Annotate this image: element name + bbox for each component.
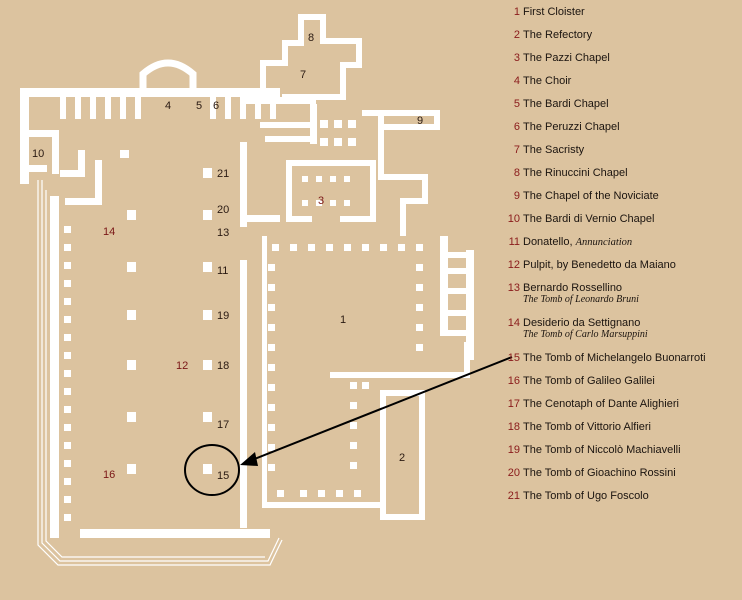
pillars	[64, 150, 423, 521]
plan-label-9: 9	[417, 115, 424, 127]
legend-title: The Tomb of Niccolò Machiavelli	[523, 444, 681, 456]
plan-label-18: 18	[217, 360, 230, 372]
legend-number: 20	[507, 467, 520, 479]
building-walls	[20, 14, 474, 566]
legend-title: The Bardi Chapel	[523, 98, 609, 110]
plan-label-16: 16	[103, 469, 116, 481]
legend-title: Donatello, Annunciation	[523, 236, 632, 249]
plan-label-14: 14	[103, 226, 116, 238]
legend-number: 3	[513, 52, 520, 64]
legend-title: The Tomb of Galileo Galilei	[523, 375, 655, 387]
plan-label-8: 8	[308, 32, 315, 44]
legend-number: 19	[507, 444, 520, 456]
plan-label-12: 12	[176, 360, 189, 372]
legend-title: Desiderio da Settignano	[523, 317, 641, 329]
legend-number: 8	[513, 167, 520, 179]
plan-label-17: 17	[217, 419, 230, 431]
legend-number: 10	[507, 213, 520, 225]
legend-number: 5	[513, 98, 520, 110]
legend-title: The Choir	[523, 75, 572, 87]
legend-subtitle: The Tomb of Carlo Marsuppini	[523, 329, 648, 340]
legend-title: The Tomb of Gioachino Rossini	[523, 467, 676, 479]
legend-title: The Cenotaph of Dante Alighieri	[523, 398, 679, 410]
legend-note: Annunciation	[575, 237, 633, 248]
nave-west-wall	[50, 196, 59, 538]
plan-label-2: 2	[399, 452, 406, 464]
plan-label-11: 11	[217, 265, 229, 277]
plan-label-13: 13	[217, 227, 230, 239]
west-aisle-pillars	[64, 226, 71, 521]
nave-south-wall	[80, 529, 270, 538]
perimeter-lines	[37, 180, 283, 566]
plan-label-1: 1	[340, 314, 347, 326]
legend-title: The Bardi di Vernio Chapel	[523, 213, 655, 225]
legend-title: The Rinuccini Chapel	[523, 167, 628, 179]
plan-label-15: 15	[217, 470, 230, 482]
nave-pillars	[120, 150, 212, 474]
apse	[139, 59, 197, 96]
legend-number: 4	[513, 75, 520, 87]
plan-label-21: 21	[217, 168, 230, 180]
west-wall	[20, 88, 29, 184]
legend-number: 17	[507, 398, 520, 410]
cloister-pillars	[268, 244, 423, 497]
plan-label-10: 10	[32, 148, 45, 160]
legend-title: The Refectory	[523, 29, 593, 41]
pointer-arrow-line	[251, 356, 513, 461]
legend-title: The Pazzi Chapel	[523, 52, 610, 64]
legend-title: The Peruzzi Chapel	[523, 121, 620, 133]
legend-number: 13	[507, 282, 520, 294]
legend-subtitle: The Tomb of Leonardo Bruni	[523, 294, 639, 305]
pointer-arrowhead	[240, 452, 258, 466]
legend-number: 16	[507, 375, 520, 387]
legend-number: 2	[513, 29, 520, 41]
legend-number: 9	[513, 190, 520, 202]
plan-label-3: 3	[318, 195, 325, 207]
legend-number: 12	[507, 259, 520, 271]
plan-label-7: 7	[300, 69, 307, 81]
plan-label-19: 19	[217, 310, 230, 322]
legend-title: The Sacristy	[523, 144, 585, 156]
legend-title: The Chapel of the Noviciate	[523, 190, 659, 202]
legend-number: 21	[507, 490, 520, 502]
legend-title: Pulpit, by Benedetto da Maiano	[523, 259, 676, 271]
legend-title: The Tomb of Ugo Foscolo	[523, 490, 649, 502]
legend-title: The Tomb of Michelangelo Buonarroti	[523, 352, 706, 364]
plan-label-5: 5	[196, 100, 203, 112]
plan-label-4: 4	[165, 100, 172, 112]
legend-title-text: Donatello,	[523, 236, 573, 248]
plan-label-6: 6	[213, 100, 220, 112]
legend-title: Bernardo Rossellino	[523, 282, 623, 294]
legend-number: 6	[513, 121, 520, 133]
legend-number: 11	[508, 236, 520, 248]
highlight-circle	[184, 444, 240, 496]
legend-title: First Cloister	[523, 6, 585, 18]
highlight-annotation	[184, 356, 513, 496]
legend-number: 18	[507, 421, 520, 433]
legend-number: 7	[513, 144, 520, 156]
legend-title: The Tomb of Vittorio Alfieri	[523, 421, 651, 433]
plan-label-20: 20	[217, 204, 230, 216]
legend-number: 1	[513, 6, 520, 18]
legend-number: 14	[507, 317, 520, 329]
legend-number: 15	[507, 352, 520, 364]
